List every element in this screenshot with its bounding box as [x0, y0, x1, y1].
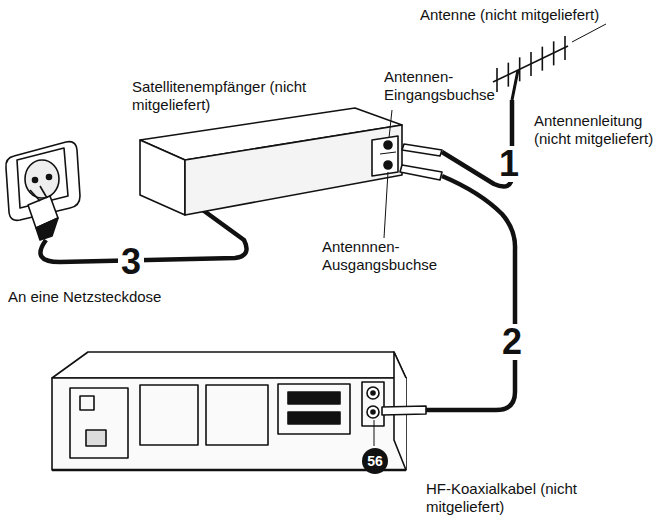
- step-number: 2: [499, 324, 525, 360]
- coax-plug: [400, 165, 442, 180]
- antenna-element: [553, 41, 555, 65]
- video-recorder: [367, 387, 379, 399]
- wall-socket: [47, 175, 52, 180]
- part-label: Antennenleitung (nicht mitgeliefert): [534, 112, 659, 148]
- satellite-receiver: [384, 141, 392, 149]
- leader-line: [389, 110, 392, 138]
- antenna-element: [542, 47, 544, 71]
- power-plug: [30, 190, 40, 201]
- part-label: Satellitenempfänger (nicht mitgeliefert): [132, 78, 307, 114]
- video-recorder: [52, 378, 406, 470]
- callout-number: 56: [362, 448, 388, 474]
- part-label: Antennnen- Ausgangsbuchse: [322, 238, 462, 274]
- antenna: [493, 24, 606, 100]
- video-recorder: [70, 388, 128, 458]
- antenna-element: [519, 57, 521, 81]
- step-number: 3: [118, 244, 144, 280]
- video-recorder: [288, 392, 340, 404]
- video-recorder: [367, 406, 379, 418]
- video-recorder: [278, 384, 350, 434]
- video-recorder: [52, 469, 406, 472]
- antenna-element: [508, 63, 510, 87]
- antenna: [572, 24, 606, 42]
- illustration: [6, 24, 606, 470]
- video-recorder: [206, 385, 268, 445]
- antenna: [497, 36, 565, 92]
- video-recorder: [362, 382, 384, 426]
- coax-plug: [402, 144, 442, 156]
- satellite-receiver: [380, 152, 396, 154]
- part-label: HF-Koaxialkabel (nicht mitgeliefert): [426, 480, 606, 516]
- antenna-element: [496, 68, 498, 92]
- antenna-element: [530, 52, 532, 76]
- video-recorder: [80, 396, 94, 410]
- satellite-receiver: [384, 161, 392, 169]
- part-label: An eine Netzsteckdose: [8, 288, 208, 306]
- satellite-receiver: [372, 136, 398, 176]
- power-plug: [36, 218, 58, 240]
- part-label: Antennen- Eingangsbuchse: [384, 68, 504, 104]
- satellite-receiver: [140, 108, 402, 215]
- antenna-element: [564, 36, 566, 60]
- part-label: Antenne (nicht mitgeliefert): [420, 6, 635, 24]
- antenna: [493, 46, 568, 82]
- leader-line: [384, 172, 388, 238]
- video-recorder: [52, 352, 406, 470]
- video-recorder: [371, 410, 375, 414]
- step-number: 1: [496, 146, 522, 182]
- wall-socket: [25, 160, 59, 198]
- wall-socket: [33, 178, 38, 183]
- satellite-receiver: [185, 125, 402, 215]
- power-plug: [28, 186, 58, 240]
- video-recorder: [52, 352, 406, 378]
- antenna: [512, 70, 518, 100]
- satellite-receiver: [140, 140, 185, 215]
- video-recorder: [140, 385, 198, 445]
- coax-plug: [382, 406, 426, 415]
- video-recorder: [288, 412, 340, 424]
- video-recorder: [86, 430, 106, 446]
- leader-line: [374, 420, 375, 446]
- power-plug: [40, 186, 47, 198]
- video-recorder: [371, 391, 375, 395]
- coax-cable: [426, 176, 515, 410]
